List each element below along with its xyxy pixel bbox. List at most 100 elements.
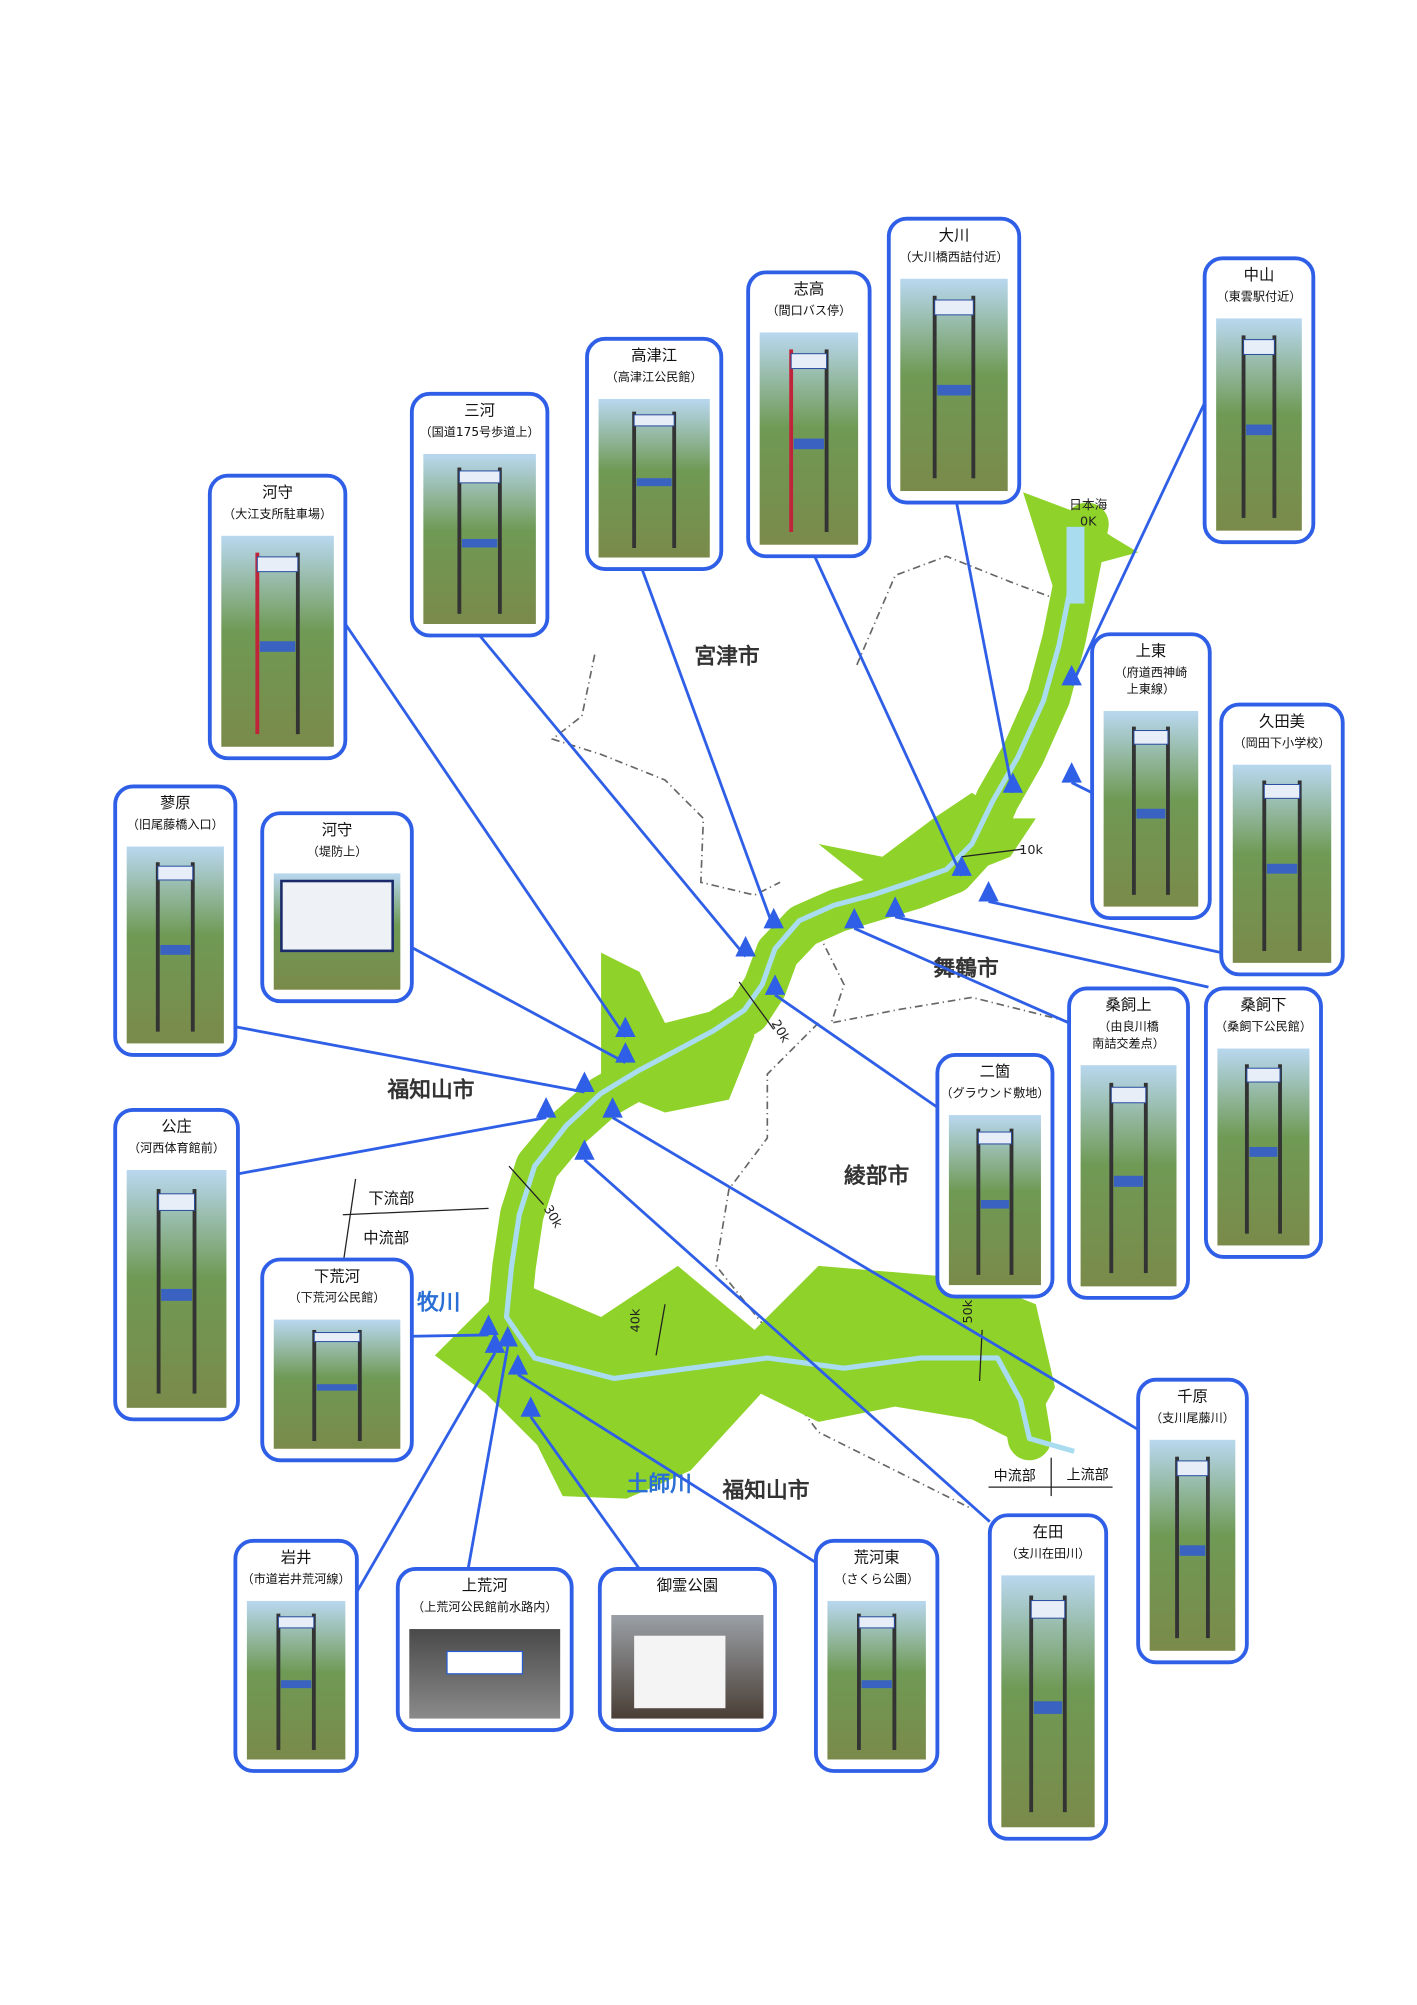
site-photo bbox=[1216, 318, 1302, 531]
callout-card[interactable]: 荒河東（さくら公園） bbox=[813, 1538, 940, 1773]
marker-triangle-icon[interactable] bbox=[735, 936, 756, 957]
marker-triangle-icon[interactable] bbox=[1061, 762, 1082, 783]
callout-subtitle: 上東線） bbox=[1127, 681, 1176, 696]
km-mark-10: 10k bbox=[1019, 843, 1043, 858]
callout-card[interactable]: 在田（支川在田川） bbox=[987, 1513, 1109, 1841]
boundary-line bbox=[550, 654, 781, 896]
marker-triangle-icon[interactable] bbox=[884, 896, 906, 917]
site-photo bbox=[126, 846, 224, 1044]
marker-triangle-icon[interactable] bbox=[520, 1396, 541, 1417]
marker-triangle-icon[interactable] bbox=[615, 1016, 636, 1038]
callout-subtitle: （堤防上） bbox=[307, 843, 368, 858]
callout-card[interactable]: 中山（東雲駅付近） bbox=[1202, 256, 1316, 545]
section-upper: 上流部 bbox=[1067, 1467, 1109, 1483]
marker-triangle-icon[interactable] bbox=[602, 1097, 623, 1118]
callout-card[interactable]: 蓼原（旧尾藤橋入口） bbox=[113, 784, 238, 1057]
callout-subtitle: （市道岩井荒河線） bbox=[242, 1571, 351, 1586]
callout-subtitle: （支川尾藤川） bbox=[1150, 1411, 1235, 1425]
leader-line bbox=[583, 1158, 991, 1523]
site-photo bbox=[273, 873, 401, 990]
callout-subtitle: （岡田下小学校） bbox=[1233, 735, 1330, 750]
callout-title: 大川 bbox=[939, 226, 970, 244]
leader-line bbox=[237, 1116, 547, 1176]
callout-card[interactable]: 志高（間口バス停） bbox=[746, 270, 872, 559]
marker-triangle-icon[interactable] bbox=[497, 1326, 518, 1347]
callout-card[interactable]: 桑飼下 （桑飼下公民館） bbox=[1203, 986, 1323, 1259]
callout-subtitle: （さくら公園） bbox=[834, 1572, 919, 1586]
marker-triangle-icon[interactable] bbox=[1061, 664, 1082, 686]
site-photo bbox=[1080, 1065, 1177, 1287]
callout-card[interactable]: 三河（国道175号歩道上） bbox=[409, 391, 550, 638]
callout-subtitle: （下荒河公民館） bbox=[289, 1290, 386, 1305]
leader-line bbox=[853, 927, 1070, 1025]
callout-title: 御霊公園 bbox=[657, 1577, 718, 1595]
callout-subtitle: （グラウンド敷地） bbox=[940, 1085, 1049, 1100]
site-photo bbox=[759, 332, 859, 545]
callout-subtitle: （由良川橋 bbox=[1098, 1019, 1159, 1034]
location-markers bbox=[478, 664, 1082, 1417]
city-label-fukuchiyama: 福知山市 bbox=[387, 1077, 475, 1103]
callout-card[interactable]: 久田美（岡田下小学校） bbox=[1219, 702, 1345, 977]
site-photo bbox=[611, 1614, 764, 1719]
callout-card[interactable]: 高津江（高津江公民館） bbox=[585, 336, 724, 571]
callout-title: 桑飼下 bbox=[1240, 996, 1286, 1014]
river-label-maki: 牧川 bbox=[417, 1289, 460, 1315]
marker-triangle-icon[interactable] bbox=[484, 1332, 506, 1353]
marker-triangle-icon[interactable] bbox=[478, 1314, 499, 1335]
city-label-miyazu: 宮津市 bbox=[694, 644, 759, 670]
marker-triangle-icon[interactable] bbox=[844, 907, 865, 929]
site-photo bbox=[221, 535, 334, 747]
leader-line bbox=[517, 1373, 817, 1564]
km-mark-50: 50k bbox=[961, 1299, 976, 1323]
callout-card[interactable]: 千原（支川尾藤川） bbox=[1136, 1377, 1249, 1665]
callout-card[interactable]: 河守 （堤防上） bbox=[260, 811, 414, 1004]
leader-line bbox=[640, 568, 776, 929]
marker-triangle-icon[interactable] bbox=[507, 1354, 529, 1375]
site-photo bbox=[423, 453, 536, 625]
marker-triangle-icon[interactable] bbox=[574, 1071, 595, 1093]
site-photo bbox=[598, 398, 710, 558]
leader-line bbox=[774, 993, 939, 1109]
leader-lines bbox=[235, 402, 1222, 1593]
callout-subtitle: （桑飼下公民館） bbox=[1215, 1019, 1312, 1034]
callout-subtitle: （東雲駅付近） bbox=[1217, 289, 1302, 303]
boundary-line bbox=[817, 933, 1075, 1025]
km-mark-20: 20k bbox=[768, 1017, 793, 1045]
marker-triangle-icon[interactable] bbox=[574, 1139, 595, 1160]
city-boundaries bbox=[550, 555, 1075, 1510]
callout-title: 河守 bbox=[322, 821, 353, 839]
callout-title: 志高 bbox=[794, 280, 825, 298]
callout-card[interactable]: 御霊公園 bbox=[597, 1567, 777, 1732]
sea-label: 日本海 bbox=[1069, 498, 1108, 513]
callout-card[interactable]: 二箇 （グラウンド敷地） bbox=[935, 1053, 1055, 1299]
leader-line bbox=[344, 623, 627, 1038]
callout-subtitle: （高津江公民館） bbox=[606, 369, 703, 384]
callout-card[interactable]: 大川 （大川橋西詰付近） bbox=[886, 216, 1022, 505]
city-label-ayabe: 綾部市 bbox=[844, 1163, 909, 1189]
callout-title: 桑飼上 bbox=[1106, 996, 1152, 1014]
callout-subtitle: （大川橋西詰付近） bbox=[899, 249, 1008, 264]
marker-triangle-icon[interactable] bbox=[763, 907, 784, 929]
callout-title: 三河 bbox=[464, 402, 495, 420]
marker-triangle-icon[interactable] bbox=[978, 881, 999, 902]
callout-card[interactable]: 河守（大江支所駐車場） bbox=[207, 473, 348, 761]
callout-card[interactable]: 公庄（河西体育館前） bbox=[113, 1107, 240, 1422]
marker-triangle-icon[interactable] bbox=[764, 974, 786, 995]
site-photo bbox=[1103, 710, 1199, 907]
callout-card[interactable]: 下荒河（下荒河公民館） bbox=[260, 1257, 414, 1463]
marker-triangle-icon[interactable] bbox=[535, 1097, 557, 1118]
callout-title: 二箇 bbox=[980, 1063, 1011, 1081]
leader-line bbox=[988, 900, 1222, 955]
marker-triangle-icon[interactable] bbox=[615, 1042, 636, 1063]
callout-card[interactable]: 上荒河（上荒河公民館前水路内） bbox=[395, 1567, 574, 1732]
callout-title: 上荒河 bbox=[462, 1577, 508, 1595]
marker-triangle-icon[interactable] bbox=[1002, 772, 1024, 793]
marker-triangle-icon[interactable] bbox=[951, 855, 972, 876]
callout-subtitle: （河西体育館前） bbox=[128, 1140, 225, 1155]
callout-title: 岩井 bbox=[281, 1549, 312, 1567]
callout-boxes: 河守（大江支所駐車場） 三河（国道175号歩道上） 高津江（高津江公民館）志高（間口… bbox=[113, 216, 1345, 1841]
callout-card[interactable]: 岩井 （市道岩井荒河線） bbox=[233, 1538, 359, 1773]
